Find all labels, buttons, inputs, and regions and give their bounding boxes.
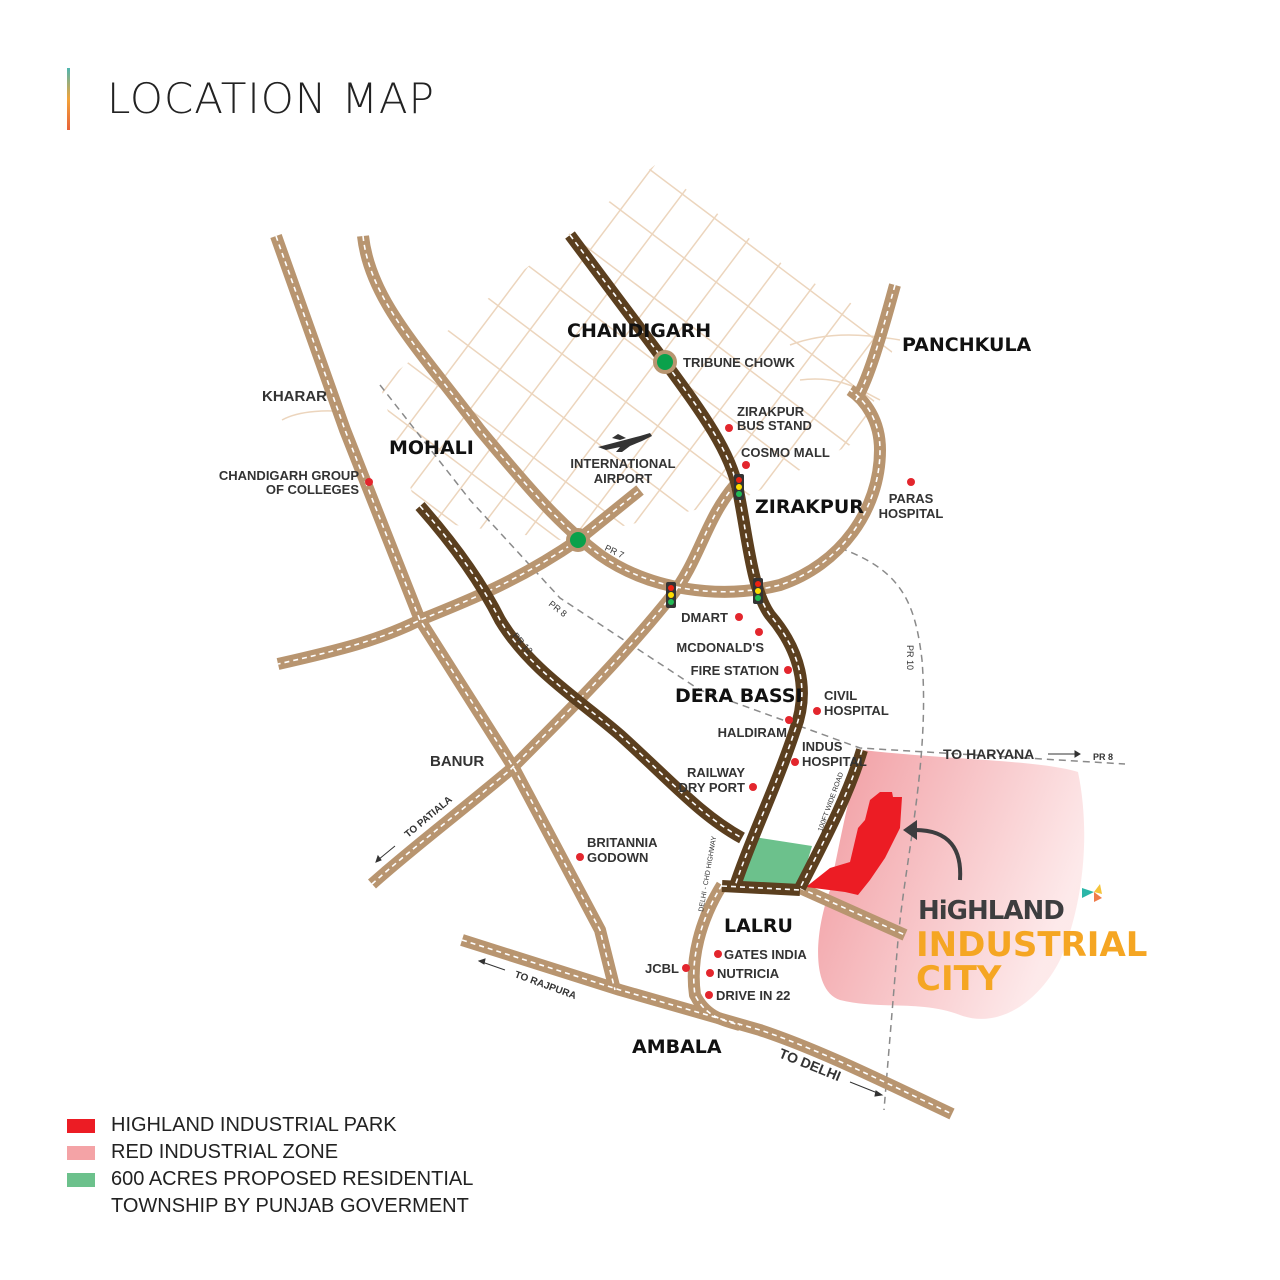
airplane-icon (598, 433, 652, 452)
place-label-fire-station: FIRE STATION (691, 663, 779, 678)
svg-text:HiGHLAND: HiGHLAND (918, 896, 1064, 926)
legend-label: 600 ACRES PROPOSED RESIDENTIAL (111, 1168, 474, 1190)
place-label-gates-india: GATES INDIA (724, 947, 807, 962)
place-label: CHANDIGARH GROUP (219, 468, 359, 483)
place-label: PARAS (889, 491, 934, 506)
city-label-ambala: AMBALA (632, 1036, 722, 1058)
legend-item-township: 600 ACRES PROPOSED RESIDENTIAL (67, 1166, 473, 1193)
city-label-dera-bassi: DERA BASSI (675, 685, 802, 707)
legend-swatch (67, 1145, 95, 1160)
road-label-pr10: PR 10 (905, 645, 915, 670)
proposed-township-area (742, 836, 812, 886)
traffic-light-icon (734, 474, 744, 500)
city-label-zirakpur: ZIRAKPUR (755, 496, 864, 518)
place-label-tribune-chowk: TRIBUNE CHOWK (683, 355, 796, 370)
legend-item-red-zone: RED INDUSTRIAL ZONE (67, 1139, 473, 1166)
direction-arrows (375, 750, 1081, 1097)
traffic-light-icon (666, 582, 676, 608)
place-label: AIRPORT (594, 471, 653, 486)
city-label-chandigarh: CHANDIGARH (567, 320, 711, 342)
place-label-kharar: KHARAR (262, 388, 327, 405)
title-accent-bar (67, 68, 70, 130)
legend-swatch (67, 1172, 95, 1187)
minor-streets (281, 334, 901, 421)
place-label-nutricia: NUTRICIA (717, 966, 780, 981)
page-title: LOCATION MAP (107, 74, 435, 123)
legend-swatch (67, 1118, 95, 1133)
road-label-to-haryana: TO HARYANA (943, 746, 1034, 762)
road-label-pr8-east: PR 8 (1093, 752, 1113, 762)
arrow-head-icon (903, 820, 917, 840)
place-label: DRY PORT (679, 780, 746, 795)
place-label: ZIRAKPUR (737, 404, 805, 419)
place-label-drive-in: DRIVE IN 22 (716, 988, 790, 1003)
dark-roads (415, 231, 868, 896)
traffic-light-icon (753, 578, 763, 604)
place-label: GODOWN (587, 850, 648, 865)
place-label-mcdonalds: MCDONALD'S (676, 640, 764, 655)
place-label-jcbl: JCBL (645, 961, 679, 976)
place-label-dmart: DMART (681, 610, 728, 625)
legend-item-highland-park: HIGHLAND INDUSTRIAL PARK (67, 1112, 473, 1139)
place-label: HOSPITAL (824, 703, 889, 718)
place-label: BUS STAND (737, 418, 812, 433)
place-label: CIVIL (824, 688, 857, 703)
place-label-haldiram: HALDIRAM (718, 725, 787, 740)
svg-text:CITY: CITY (916, 959, 1002, 999)
legend-label: HIGHLAND INDUSTRIAL PARK (111, 1114, 397, 1136)
light-roads (270, 233, 955, 1120)
city-label-lalru: LALRU (724, 915, 793, 937)
road-label-pr8: PR 8 (547, 599, 569, 619)
highland-industrial-city-logo: HiGHLAND INDUSTRIAL CITY (916, 884, 1147, 999)
roundabout-icon (653, 350, 677, 374)
legend-label: RED INDUSTRIAL ZONE (111, 1141, 339, 1163)
curved-arrow-icon (914, 828, 963, 881)
place-label: INTERNATIONAL (570, 456, 675, 471)
city-label-panchkula: PANCHKULA (902, 334, 1032, 356)
poi-markers (365, 424, 915, 999)
place-label-banur: BANUR (430, 753, 484, 770)
roundabout-icon (566, 528, 590, 552)
map-legend: HIGHLAND INDUSTRIAL PARK RED INDUSTRIAL … (67, 1112, 473, 1220)
svg-text:INDUSTRIAL: INDUSTRIAL (916, 925, 1147, 965)
place-label: OF COLLEGES (266, 482, 360, 497)
legend-label-continued: TOWNSHIP BY PUNJAB GOVERMENT (111, 1195, 469, 1217)
highland-industrial-park (806, 792, 902, 895)
place-label-cosmo-mall: COSMO MALL (741, 445, 830, 460)
place-label: RAILWAY (687, 765, 745, 780)
place-label: BRITANNIA (587, 835, 658, 850)
city-label-mohali: MOHALI (389, 437, 474, 459)
place-label: HOSPITAL (802, 754, 867, 769)
place-label: HOSPITAL (879, 506, 944, 521)
pr10-line (839, 547, 925, 1111)
place-label: INDUS (802, 739, 843, 754)
